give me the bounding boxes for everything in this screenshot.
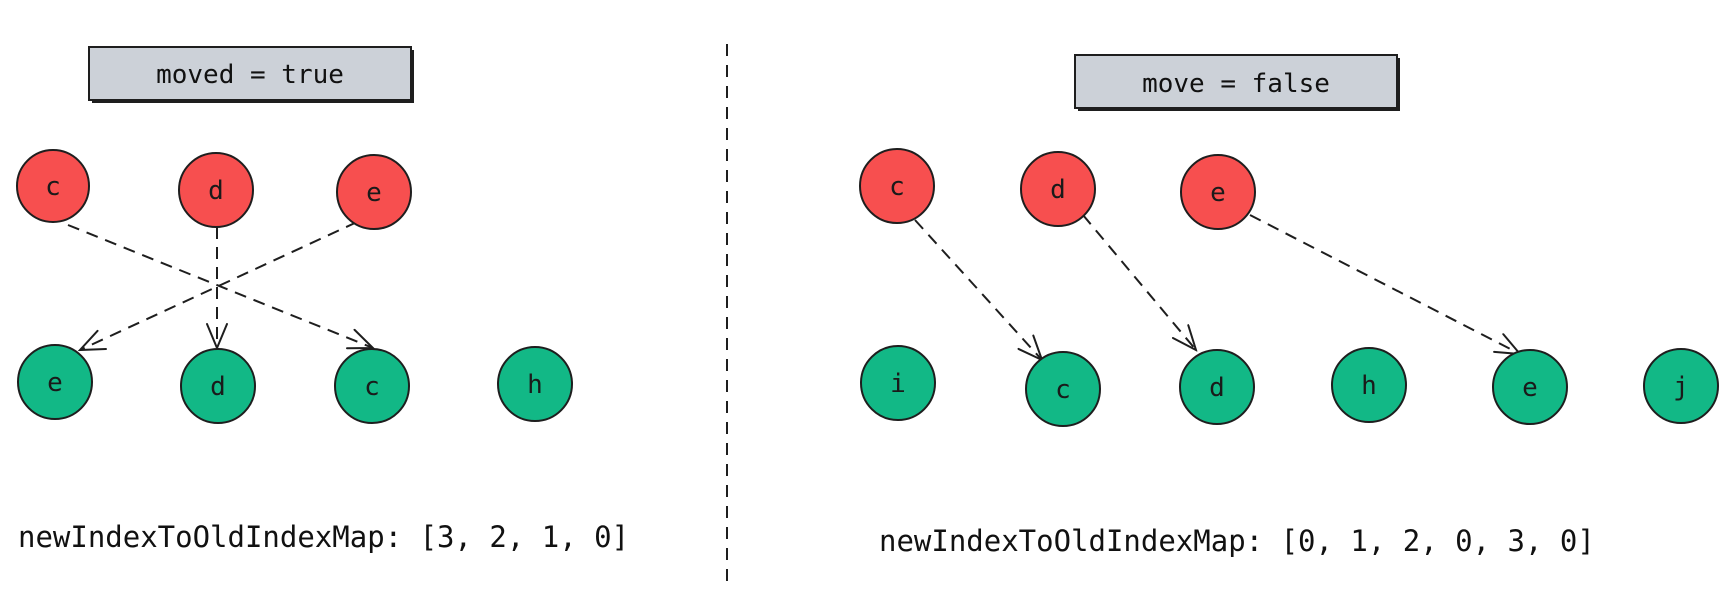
svg-text:d: d bbox=[210, 372, 226, 402]
svg-text:d: d bbox=[1209, 373, 1225, 403]
svg-text:h: h bbox=[527, 370, 543, 400]
status-label: moved = true bbox=[156, 60, 344, 90]
index-map-text: newIndexToOldIndexMap: [0, 1, 2, 0, 3, 0… bbox=[879, 524, 1595, 558]
svg-text:e: e bbox=[1522, 373, 1538, 403]
old-node: e bbox=[1180, 154, 1256, 230]
svg-text:c: c bbox=[364, 372, 380, 402]
svg-text:j: j bbox=[1673, 372, 1689, 402]
svg-text:c: c bbox=[45, 172, 61, 202]
new-node: h bbox=[1331, 347, 1407, 423]
new-node: j bbox=[1643, 348, 1719, 424]
new-node: d bbox=[1179, 349, 1255, 425]
new-node: c bbox=[334, 348, 410, 424]
mapping-arrow bbox=[1249, 214, 1520, 354]
old-node: c bbox=[16, 149, 90, 223]
new-node: h bbox=[497, 346, 573, 422]
new-node: e bbox=[17, 344, 93, 420]
mapping-arrow bbox=[914, 219, 1042, 360]
svg-text:c: c bbox=[1055, 375, 1071, 405]
new-node: c bbox=[1025, 351, 1101, 427]
svg-text:d: d bbox=[208, 176, 224, 206]
new-node: i bbox=[860, 345, 936, 421]
svg-text:e: e bbox=[47, 368, 63, 398]
mapping-arrow bbox=[1082, 214, 1196, 350]
status-label-box: moved = true bbox=[88, 46, 414, 103]
new-node: e bbox=[1492, 349, 1568, 425]
arrows-layer bbox=[914, 214, 1520, 360]
svg-text:e: e bbox=[1210, 178, 1226, 208]
panel-move-false: move = false c d e i c d bbox=[859, 54, 1719, 558]
status-label-box: move = false bbox=[1074, 54, 1400, 111]
status-label: move = false bbox=[1142, 69, 1330, 99]
svg-text:e: e bbox=[366, 178, 382, 208]
old-node: e bbox=[336, 154, 412, 230]
mapping-arrow bbox=[67, 224, 373, 348]
svg-text:h: h bbox=[1361, 371, 1377, 401]
svg-text:i: i bbox=[890, 369, 906, 399]
arrows-layer bbox=[67, 221, 373, 350]
panel-moved-true: moved = true c d e e d c bbox=[16, 46, 629, 554]
new-node: d bbox=[180, 348, 256, 424]
old-node: d bbox=[1020, 151, 1096, 227]
svg-text:c: c bbox=[889, 172, 905, 202]
svg-text:d: d bbox=[1050, 175, 1066, 205]
old-node: d bbox=[178, 152, 254, 228]
mapping-arrow bbox=[80, 221, 358, 350]
old-node: c bbox=[859, 148, 935, 224]
index-map-text: newIndexToOldIndexMap: [3, 2, 1, 0] bbox=[18, 520, 629, 554]
